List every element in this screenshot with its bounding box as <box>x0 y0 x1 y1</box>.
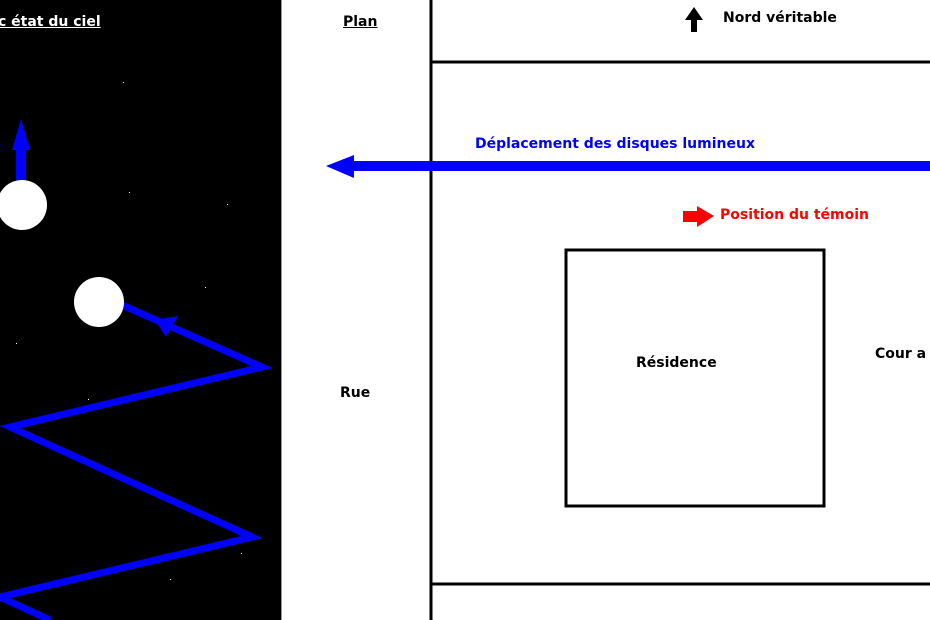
yard-label: Cour a <box>875 346 927 362</box>
light-disc-icon <box>74 277 124 327</box>
stars <box>16 82 242 580</box>
zigzag-trajectory-icon <box>0 301 273 620</box>
movement-label: Déplacement des disques lumineux <box>475 136 755 152</box>
movement-arrow-icon <box>326 155 930 178</box>
witness-arrow-icon <box>683 206 714 227</box>
star <box>170 579 171 580</box>
star <box>129 192 130 193</box>
sky-drawing <box>0 82 273 620</box>
residence-label: Résidence <box>636 355 717 371</box>
light-disc-icon <box>0 180 47 230</box>
star <box>16 343 17 344</box>
north-label: Nord véritable <box>723 10 837 26</box>
star <box>205 287 206 288</box>
sky-title: c état du ciel <box>0 14 101 30</box>
street-label: Rue <box>340 385 371 401</box>
trajectory-arrowhead-icon <box>155 316 178 337</box>
witness-label: Position du témoin <box>720 207 869 223</box>
star <box>227 204 228 205</box>
star <box>123 82 124 83</box>
star <box>241 553 242 554</box>
plan-title: Plan <box>343 14 378 30</box>
north-arrow-icon <box>685 7 703 32</box>
star <box>88 399 89 400</box>
arrow-up-icon <box>12 119 30 182</box>
panel-divider <box>281 0 282 620</box>
residence-box <box>564 248 826 508</box>
sky-panel: c état du ciel <box>0 0 281 620</box>
